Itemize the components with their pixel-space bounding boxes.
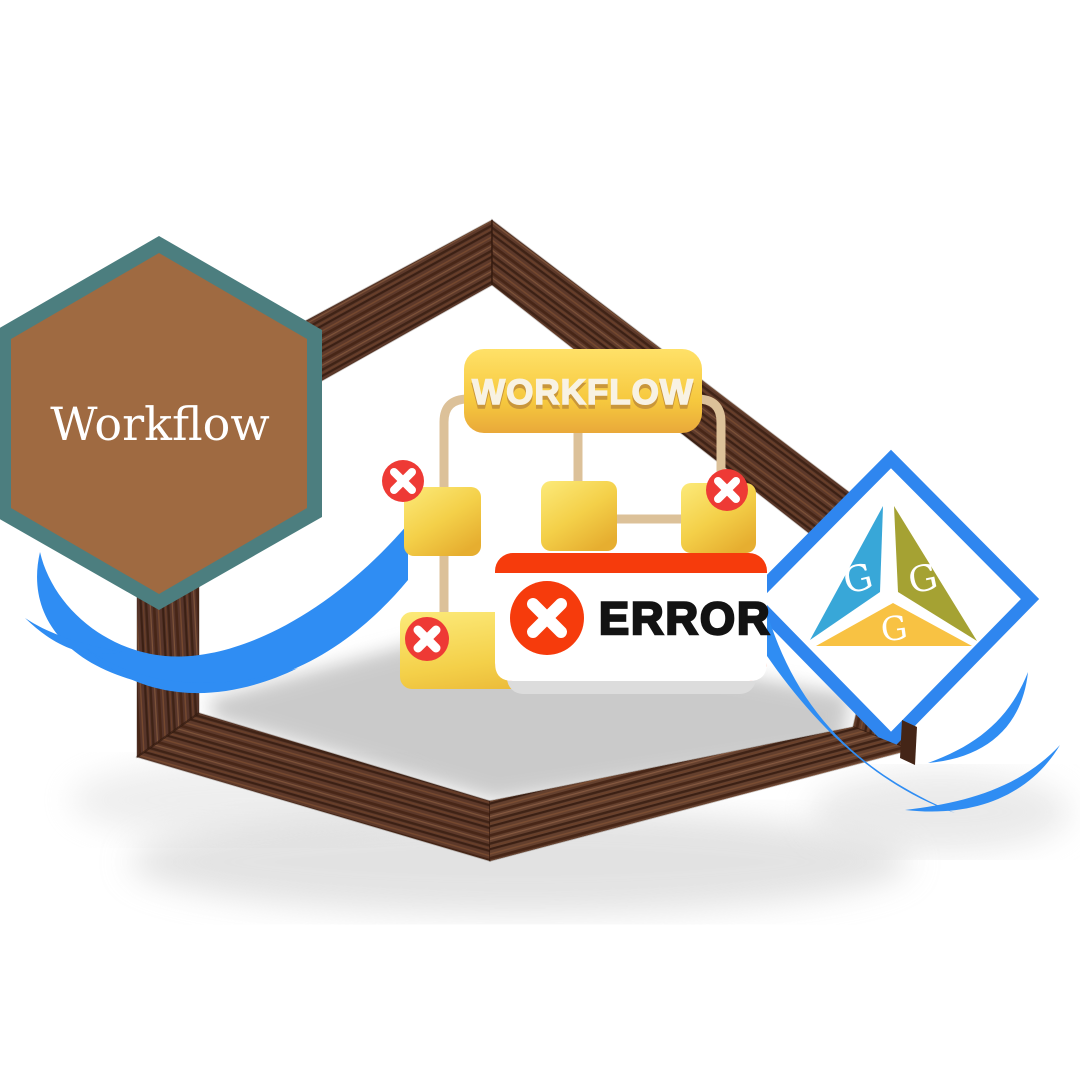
workflow-sign-label: WORKFLOW <box>472 373 694 412</box>
x-circle-icon <box>405 617 449 661</box>
left-swoosh-group <box>25 524 409 694</box>
workflow-sign-label-shadow: WORKFLOW <box>472 377 694 416</box>
hexagon-fill <box>11 253 307 594</box>
diamond-outline <box>742 449 1040 751</box>
flowchart-connectors <box>439 394 726 620</box>
logo-letter-g-bottom: G <box>878 607 910 649</box>
workflow-sign-plate <box>464 349 702 433</box>
swoosh-shape <box>37 524 409 690</box>
swoosh-shape <box>755 565 955 813</box>
workflow-hexagon-label: Workflow <box>50 397 269 451</box>
workflow-hexagon-badge: Workflow <box>0 236 322 610</box>
frame-segment-bottom-right-front <box>490 727 910 861</box>
workflow-sign: WORKFLOW WORKFLOW <box>464 349 702 433</box>
swoosh-shape <box>86 648 298 694</box>
swoosh-shape <box>905 745 1060 812</box>
frame-end-cap <box>900 720 917 765</box>
error-banner-label: ERROR <box>599 593 772 644</box>
logo-triangle-bottom <box>816 603 972 646</box>
ground-shadow <box>810 772 1070 852</box>
error-banner: ERROR <box>495 553 772 694</box>
right-swoosh-group <box>755 565 1060 813</box>
x-circle-icon <box>706 469 748 511</box>
frame-corner-overlay <box>490 720 917 861</box>
logo-triangle-right <box>894 506 977 641</box>
x-circle-icon <box>382 460 424 502</box>
swoosh-shape <box>25 618 122 655</box>
error-badges <box>382 460 748 661</box>
flowchart-box-middle <box>541 481 617 551</box>
logo-triangle-left <box>810 506 883 640</box>
swoosh-shape <box>928 672 1028 763</box>
x-circle-icon <box>510 581 584 655</box>
flowchart-box-left <box>404 487 481 556</box>
flowchart-connector <box>439 394 473 494</box>
diamond-logo: G G G <box>742 449 1040 751</box>
